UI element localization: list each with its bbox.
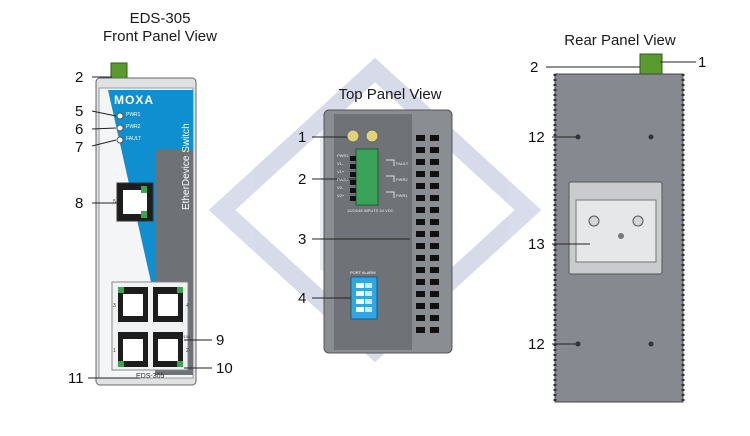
front-model-label: EDS-305 (136, 373, 165, 380)
rear-callout-12-bottom: 12 (528, 336, 545, 353)
top-callout-4: 4 (298, 290, 307, 307)
front-callout-10: 10 (216, 360, 233, 377)
top-callout-2: 2 (298, 171, 307, 188)
led-pwr1-label: PWR1 (126, 112, 141, 118)
led-pwr1 (116, 112, 124, 120)
rear-callout-2: 2 (530, 59, 539, 76)
front-callout-5: 5 (75, 103, 84, 120)
front-brand-logo: MOXA (114, 93, 154, 107)
front-callout-6: 6 (75, 121, 84, 138)
speed-tag: 10/100 (178, 334, 191, 339)
rear-callout-13: 13 (528, 236, 545, 253)
front-title-line1: EDS-305 (129, 10, 191, 27)
port2-label: 2 (186, 348, 189, 354)
led-pwr2 (116, 124, 124, 132)
vent-slots (416, 135, 439, 333)
front-callout-8: 8 (75, 195, 84, 212)
front-callout-11: 11 (68, 370, 84, 387)
port5-label: 5 (113, 199, 116, 205)
front-callout-9: 9 (216, 332, 225, 349)
front-title-line2: Front Panel View (103, 28, 217, 45)
front-callout-2: 2 (75, 69, 84, 86)
front-callout-7: 7 (75, 139, 84, 156)
rear-terminal-connector (639, 53, 663, 77)
led-fault (116, 136, 124, 144)
port1-label: 1 (113, 348, 116, 354)
terminal-input-label: 12/24/48 INPUTS 24 VDC (347, 208, 394, 213)
top-callout-3: 3 (298, 231, 307, 248)
dip-switch-label: PORT ALARM (350, 270, 376, 275)
rear-callout-1: 1 (698, 54, 707, 71)
led-fault-label: FAULT (126, 136, 142, 142)
rear-title: Rear Panel View (564, 32, 676, 49)
top-callout-1: 1 (298, 129, 307, 146)
port4-label: 4 (186, 303, 189, 309)
rear-callout-12-top: 12 (528, 129, 545, 146)
port3-label: 3 (113, 303, 116, 309)
led-pwr2-label: PWR2 (126, 124, 141, 130)
top-title: Top Panel View (338, 86, 442, 103)
